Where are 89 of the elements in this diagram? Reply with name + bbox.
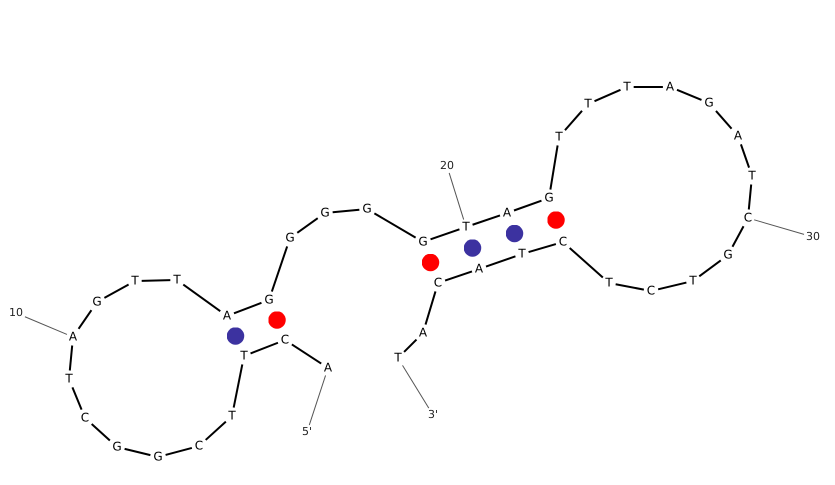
base-letter: G	[417, 236, 429, 248]
backbone-line	[296, 217, 318, 234]
base-letter: T	[604, 276, 614, 290]
base-letter: T	[172, 274, 182, 286]
base-letter: T	[130, 274, 140, 288]
backbone-line	[528, 243, 556, 254]
backbone-line	[182, 284, 221, 312]
base-letter: A	[418, 326, 428, 340]
base-letter: A	[68, 330, 78, 344]
base-letter: A	[322, 362, 334, 374]
position-label: 30	[805, 231, 821, 243]
position-label: 20	[439, 160, 455, 172]
base-letter: T	[64, 372, 74, 386]
backbone-line	[615, 283, 644, 291]
backbone-line	[232, 364, 244, 408]
backbone-line	[472, 214, 500, 226]
base-letter: T	[747, 170, 757, 182]
base-letter: G	[91, 296, 103, 308]
backbone-line	[78, 310, 92, 330]
backbone-line	[104, 284, 130, 299]
base-letter: G	[263, 294, 275, 306]
base-letter: T	[461, 220, 471, 234]
base-letter: G	[361, 202, 373, 216]
base-letter: T	[239, 350, 249, 362]
base-letter: A	[222, 310, 232, 322]
backbone-line	[142, 279, 170, 282]
backbone-line	[332, 208, 360, 214]
backbone-line	[205, 420, 227, 441]
backbone-line	[594, 88, 621, 102]
backbone-line	[715, 110, 732, 130]
base-letter: A	[502, 206, 512, 220]
backbone-line	[270, 246, 288, 292]
base-letter: G	[284, 232, 296, 244]
backbone-line	[698, 260, 722, 278]
backbone-line	[91, 423, 111, 442]
backbone-line	[250, 342, 278, 354]
leader-line	[448, 172, 464, 220]
position-label: 3'	[426, 409, 440, 421]
backbone-line	[748, 184, 752, 210]
base-letter: T	[583, 98, 593, 110]
backbone-line	[72, 386, 82, 410]
base-letter: C	[558, 236, 568, 248]
base-letter: A	[664, 80, 676, 94]
base-letter: T	[227, 410, 237, 422]
backbone-line	[564, 110, 583, 131]
base-letter: T	[554, 130, 564, 144]
backbone-line	[165, 446, 192, 456]
base-letter: T	[622, 80, 632, 94]
base-letter: G	[319, 206, 331, 220]
base-letter: C	[80, 412, 90, 424]
base-letter: G	[703, 96, 715, 110]
base-letter: T	[688, 274, 698, 288]
leader-line	[308, 374, 326, 426]
base-letter: C	[280, 334, 290, 346]
backbone-line	[732, 226, 744, 248]
base-letter: T	[393, 352, 403, 364]
backbone-line	[676, 88, 702, 101]
backbone-line	[234, 302, 262, 314]
backbone-line	[403, 338, 418, 353]
backbone-line	[549, 145, 559, 190]
position-label: 5'	[300, 426, 314, 438]
leader-line	[402, 364, 430, 409]
base-letter: G	[111, 440, 123, 454]
backbone-line	[634, 86, 663, 88]
leader-line	[754, 219, 805, 235]
position-label: 10	[8, 307, 24, 319]
backbone-line	[291, 344, 322, 364]
base-letter: G	[152, 450, 164, 464]
backbone-line	[374, 212, 416, 239]
leader-line	[24, 316, 68, 335]
backbone-line	[68, 345, 74, 371]
base-letter: G	[722, 248, 734, 262]
base-letter: C	[646, 284, 656, 298]
base-letter: G	[543, 192, 555, 204]
base-letter: C	[432, 276, 444, 290]
backbone-line	[514, 200, 542, 212]
backbone-line	[124, 448, 151, 456]
base-letter: C	[742, 212, 754, 224]
backbone-line	[424, 291, 436, 325]
backbone-line	[486, 255, 516, 268]
base-letter: A	[732, 130, 744, 142]
backbone-line	[569, 247, 604, 278]
backbone-line	[430, 228, 460, 240]
backbone-line	[444, 270, 472, 282]
backbone-line	[658, 282, 687, 290]
base-letter: C	[194, 440, 204, 452]
base-letter: T	[517, 248, 527, 260]
base-letter: A	[474, 262, 484, 276]
backbone-line	[740, 144, 750, 168]
